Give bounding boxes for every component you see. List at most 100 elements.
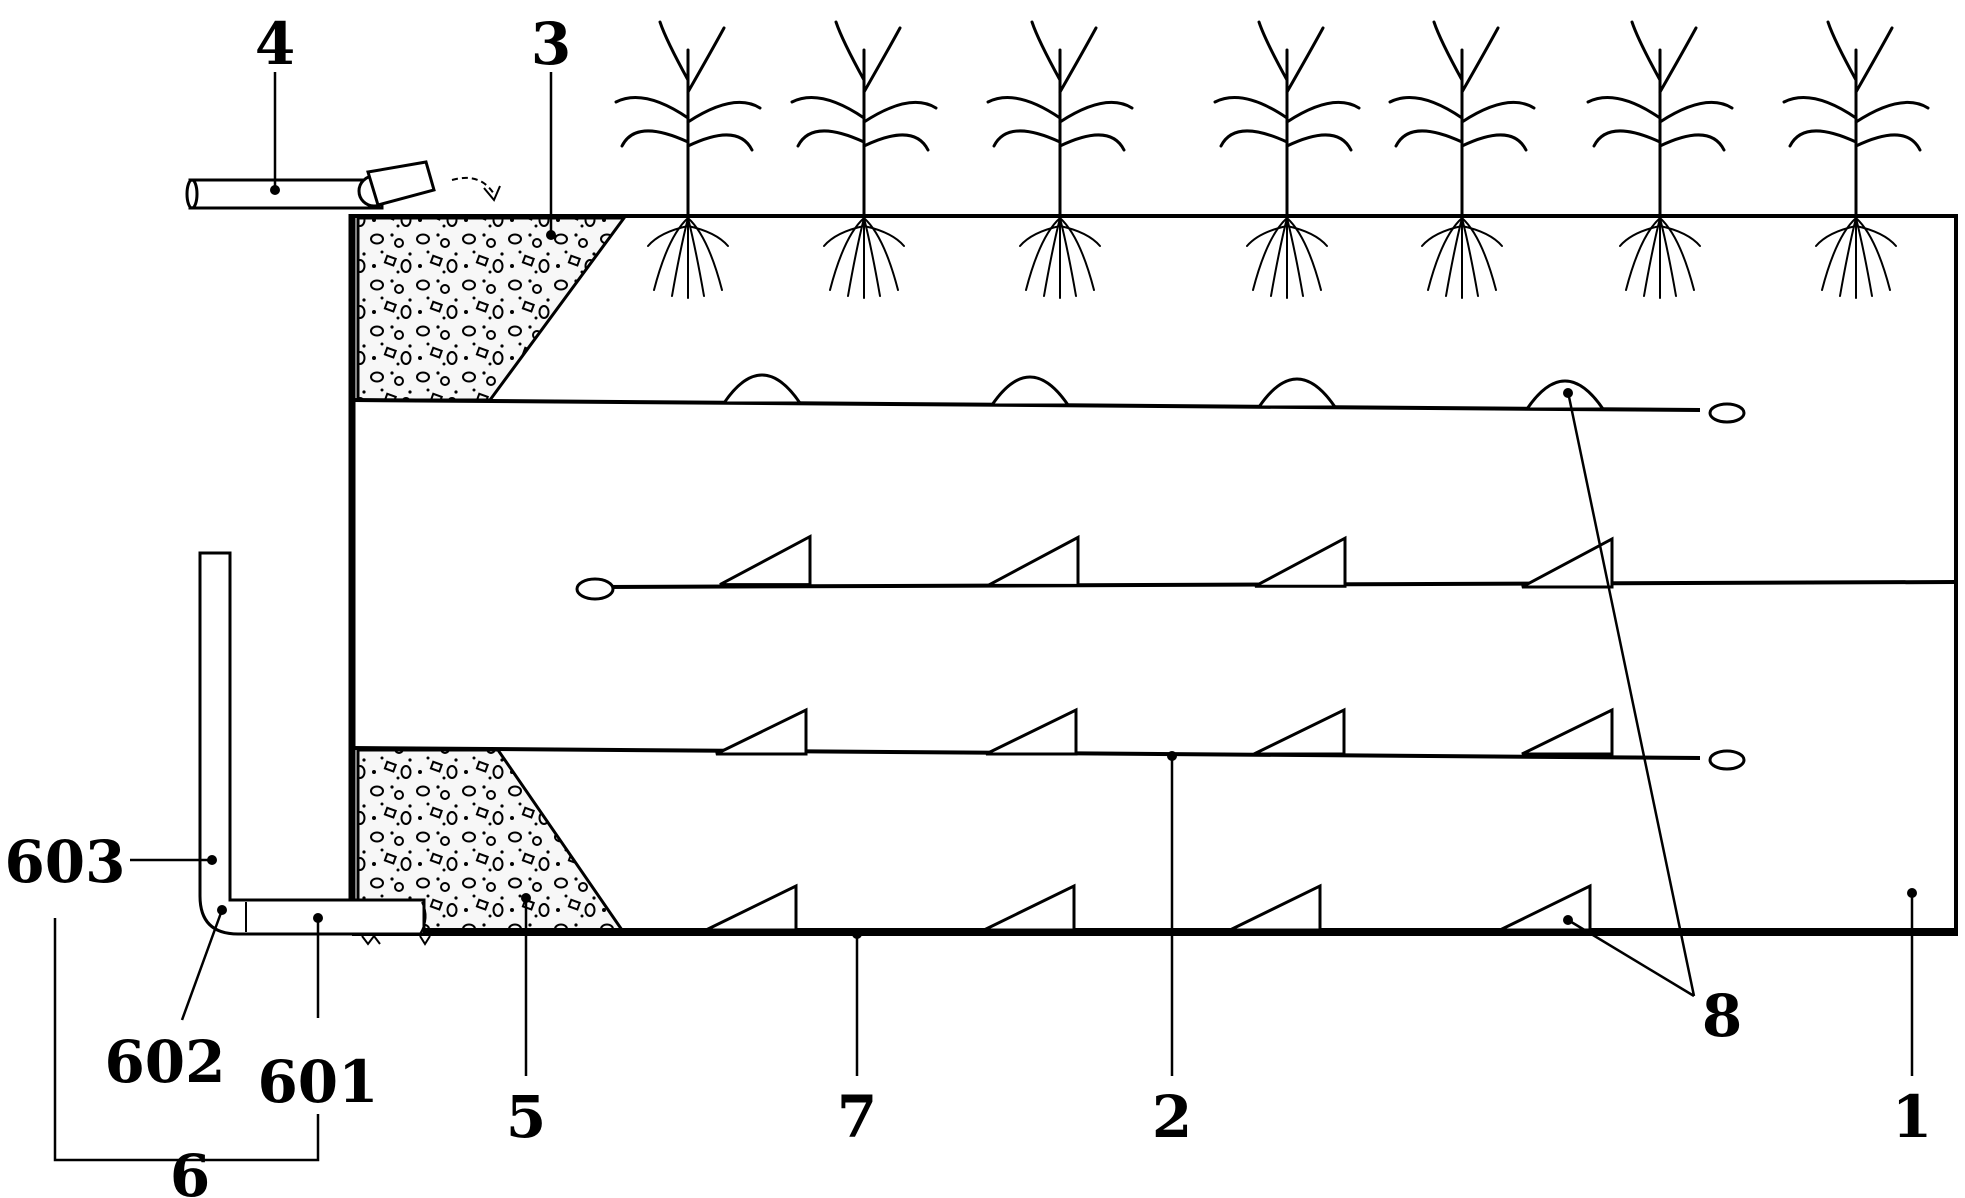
plant-leaf bbox=[1658, 133, 1726, 152]
plant-root bbox=[1019, 225, 1061, 247]
plant-root bbox=[1059, 217, 1095, 291]
triangle-baffle bbox=[983, 883, 1076, 932]
mound-baffle bbox=[1256, 377, 1338, 409]
inlet-pipe bbox=[185, 160, 501, 210]
label-bottom-plate: 7 bbox=[837, 1083, 877, 1151]
plant-leaf bbox=[1058, 133, 1126, 152]
plant-root bbox=[687, 217, 723, 291]
plant-leaf bbox=[862, 133, 930, 152]
plant-root bbox=[671, 217, 689, 297]
plant-root bbox=[1252, 217, 1288, 291]
plant-root bbox=[829, 217, 865, 291]
plant bbox=[1782, 20, 1930, 299]
mound-baffle bbox=[721, 373, 803, 405]
plant-leaf bbox=[1285, 26, 1325, 94]
plant bbox=[1586, 20, 1734, 299]
label-outlet-riser: 603 bbox=[4, 828, 125, 896]
plant-root bbox=[1855, 217, 1891, 291]
plant-leaf bbox=[1257, 20, 1289, 82]
plant-leaf bbox=[1854, 26, 1894, 94]
label-tank: 1 bbox=[1892, 1083, 1932, 1151]
triangle-baffle bbox=[1521, 707, 1614, 756]
plant-leaf bbox=[1460, 133, 1528, 152]
triangle-baffle bbox=[1521, 536, 1614, 589]
tank-outline bbox=[348, 214, 1958, 936]
plant-leaf bbox=[1788, 129, 1858, 148]
plant-leaf bbox=[1432, 20, 1464, 82]
plant-root bbox=[687, 217, 705, 297]
label-partition: 2 bbox=[1152, 1083, 1192, 1151]
plant-leaf bbox=[1854, 133, 1922, 152]
triangle-baffle bbox=[715, 707, 808, 756]
plant-leaf bbox=[1219, 129, 1289, 148]
plant-leaf bbox=[992, 129, 1062, 148]
plant-leaf bbox=[620, 129, 690, 148]
plant-root bbox=[1270, 217, 1288, 297]
plant-leaf bbox=[614, 96, 690, 120]
plant bbox=[1213, 20, 1361, 299]
label-inlet-pipe: 4 bbox=[255, 10, 295, 78]
plant-leaf bbox=[1058, 101, 1134, 124]
plant-root bbox=[1246, 225, 1288, 247]
mound-baffle bbox=[989, 375, 1071, 407]
plant-root bbox=[1421, 225, 1463, 247]
plant-root bbox=[647, 225, 689, 247]
plant-leaf bbox=[986, 96, 1062, 120]
plant bbox=[1388, 20, 1536, 299]
plant-root bbox=[653, 217, 689, 291]
label-inlet-filter: 3 bbox=[531, 10, 571, 78]
triangle-baffle bbox=[1499, 883, 1592, 932]
triangle-baffle bbox=[719, 534, 812, 587]
plant-leaf bbox=[658, 20, 690, 82]
plant-leaf bbox=[790, 96, 866, 120]
plant-root bbox=[1059, 225, 1101, 247]
plant-root bbox=[863, 217, 881, 297]
label-baffles: 8 bbox=[1702, 982, 1742, 1050]
plants bbox=[614, 20, 1930, 299]
plant-root bbox=[1659, 225, 1701, 247]
plant-leaf bbox=[686, 26, 726, 94]
plant-leaf bbox=[1213, 96, 1289, 120]
plant-root bbox=[1025, 217, 1061, 291]
plant-root bbox=[1659, 217, 1695, 291]
plant-root bbox=[1461, 217, 1497, 291]
plant-leaf bbox=[1285, 133, 1353, 152]
plant-leaf bbox=[1854, 101, 1930, 124]
plant-leaf bbox=[1285, 101, 1361, 124]
plant-root bbox=[687, 225, 729, 247]
plant-root bbox=[1043, 217, 1061, 297]
plant-leaf bbox=[1592, 129, 1662, 148]
plant-root bbox=[1059, 217, 1077, 297]
triangle-baffle bbox=[705, 883, 798, 932]
plant-leaf bbox=[1030, 20, 1062, 82]
plant-leaf bbox=[1658, 101, 1734, 124]
plant-leaf bbox=[686, 101, 762, 124]
plant-root bbox=[1619, 225, 1661, 247]
plant-root bbox=[1625, 217, 1661, 291]
plant-root bbox=[1643, 217, 1661, 297]
plant-root bbox=[823, 225, 865, 247]
plant-root bbox=[1839, 217, 1857, 297]
inlet-gravel-zone bbox=[356, 216, 627, 402]
plant-root bbox=[1427, 217, 1463, 291]
plant-root bbox=[1821, 217, 1857, 291]
triangle-baffle bbox=[987, 534, 1080, 587]
reference-labels: 4 3 603 602 601 6 5 7 2 8 1 bbox=[4, 10, 1932, 1198]
plant-leaf bbox=[1630, 20, 1662, 82]
plant-leaf bbox=[862, 101, 938, 124]
plant-root bbox=[1855, 225, 1897, 247]
triangle-baffle bbox=[1254, 535, 1347, 588]
plant-root bbox=[1286, 217, 1304, 297]
plant-root bbox=[1445, 217, 1463, 297]
plant-leaf bbox=[1058, 26, 1098, 94]
plant-leaf bbox=[1658, 26, 1698, 94]
plant-root bbox=[1659, 217, 1677, 297]
triangle-baffle bbox=[985, 707, 1078, 756]
triangle-baffle bbox=[1229, 883, 1322, 932]
plant-leaf bbox=[796, 129, 866, 148]
plant-leaf bbox=[1782, 96, 1858, 120]
plant-root bbox=[863, 217, 899, 291]
triangle-baffle bbox=[1253, 707, 1346, 756]
plant bbox=[790, 20, 938, 299]
